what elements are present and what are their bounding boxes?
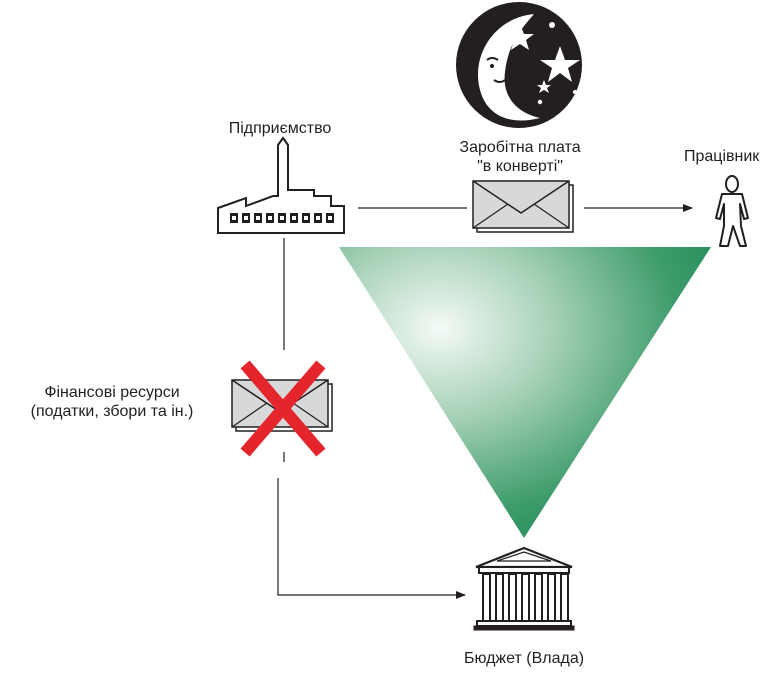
factory-icon [217,136,345,234]
resources-label-line2: (податки, збори та ін.) [30,403,194,420]
moon-night-icon [456,2,582,128]
worker-label: Працівник [684,148,760,165]
enterprise-label: Підприємство [228,120,332,137]
envelope-icon [472,180,574,233]
worker-icon [715,175,749,247]
resources-label-line1: Фінансові ресурси [44,384,180,401]
budget-label: Бюджет (Влада) [463,650,585,667]
green-triangle [339,247,711,538]
government-building-icon [473,546,575,631]
salary-label-line2: "в конверті" [477,158,563,175]
resources-to-budget-arrow [277,478,466,599]
red-cross-icon [240,360,326,457]
salary-label-line1: Заробітна плата [459,139,581,156]
